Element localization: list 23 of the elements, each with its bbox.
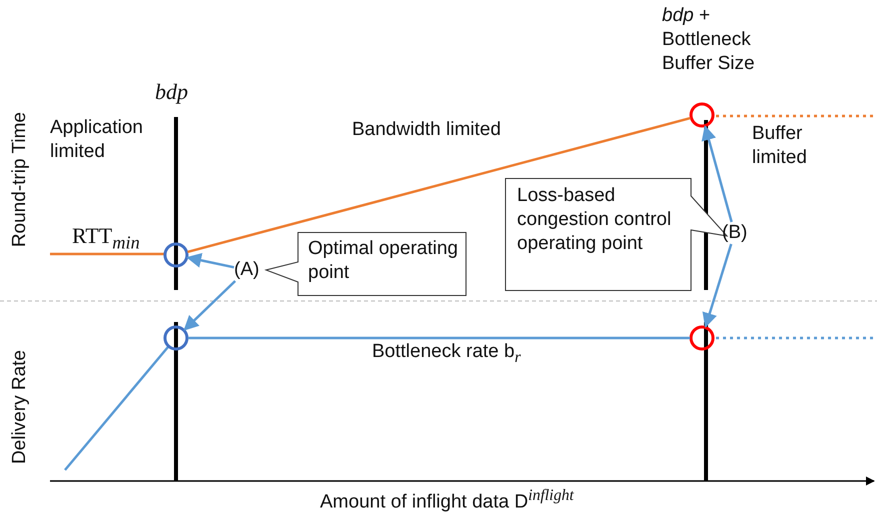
annotation-text: Buffer limited (752, 122, 808, 170)
annotation-text: bdp (155, 78, 188, 106)
operating-point-circle (689, 325, 715, 351)
annotation-text: Bandwidth limited (352, 118, 501, 142)
callout-box: Optimal operating point (262, 232, 466, 296)
axis-title: Amount of inflight data D$^{inflight}$ (320, 486, 574, 514)
annotation-text: Application limited (50, 116, 144, 164)
operating-point-circle (689, 102, 715, 128)
plot-curve (187, 116, 691, 254)
arrow (184, 280, 236, 331)
callout-letter: (A) (234, 259, 260, 281)
plot-curve (188, 336, 690, 340)
annotation-text: Bottleneck rate b$_{r}$ (372, 340, 521, 368)
axis-title: Round-trip Time (8, 112, 31, 248)
arrow (702, 244, 732, 328)
arrow (186, 252, 234, 269)
operating-point-circle (163, 325, 189, 351)
arrow (702, 125, 733, 222)
axis-title: Delivery Rate (8, 350, 31, 464)
annotation-text: bdp + Bottleneck Buffer Size (662, 4, 756, 76)
callout-letter: (B) (722, 222, 748, 244)
annotation-text: RTT$_{min}$ (72, 222, 140, 254)
operating-point-circle (163, 242, 189, 268)
